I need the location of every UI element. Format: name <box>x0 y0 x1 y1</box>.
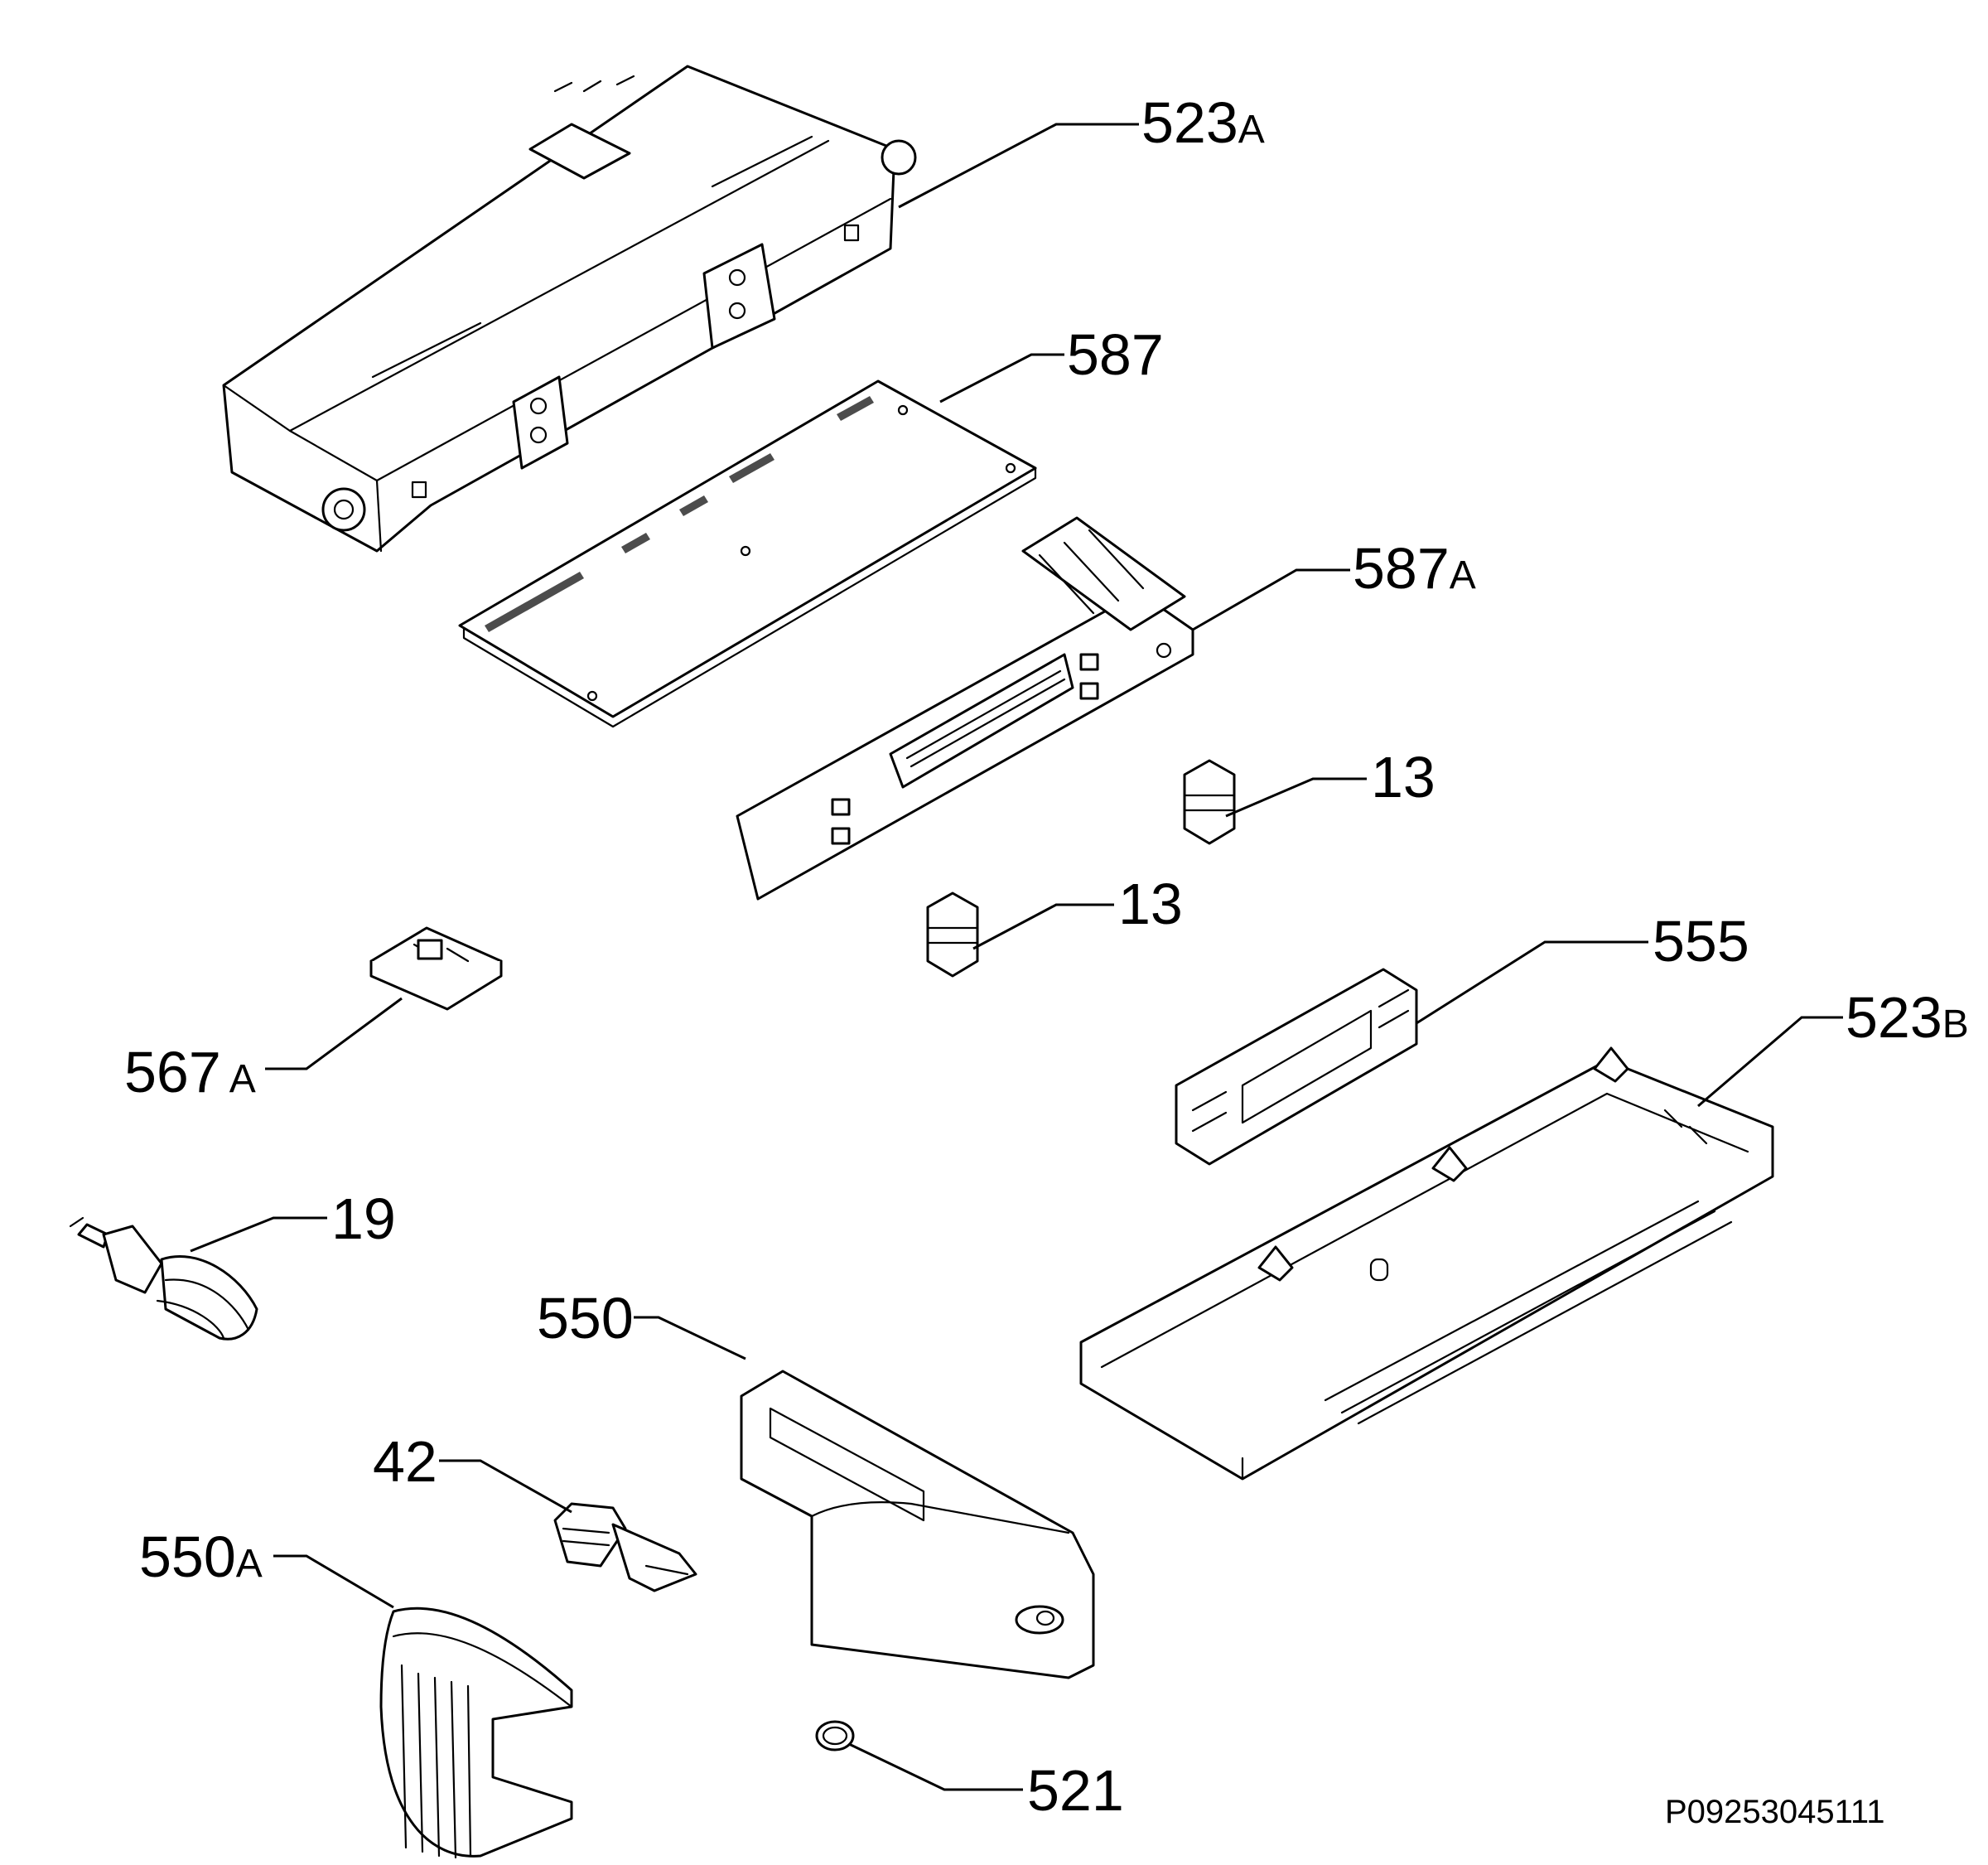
leader-550 <box>634 1316 746 1360</box>
leader-550A <box>273 1554 394 1609</box>
drawing-code: P09253045111 <box>1665 1794 1884 1830</box>
leader-587A <box>1192 568 1350 631</box>
leader-523B <box>1697 1016 1843 1108</box>
part-42-lamp-holder <box>553 1502 697 1592</box>
leader-555 <box>1416 940 1648 1025</box>
part-550-lamp-shade <box>740 1370 1095 1679</box>
leader-19 <box>190 1216 327 1253</box>
part-19-lamp <box>69 1216 258 1341</box>
leader-13a <box>1225 777 1367 818</box>
leader-567A <box>265 997 403 1070</box>
callout-587A: 587A <box>1353 536 1476 601</box>
part-567A-switch <box>369 926 503 1011</box>
leader-13b <box>972 903 1114 950</box>
part-521-ring <box>815 1720 855 1751</box>
callout-13-upper: 13 <box>1371 745 1436 809</box>
callout-523A: 523A <box>1141 90 1265 155</box>
part-550A-end-cap <box>379 1607 573 1859</box>
part-587A-connector-board <box>736 516 1194 901</box>
callout-13-lower: 13 <box>1118 872 1183 936</box>
callout-550: 550 <box>537 1286 634 1350</box>
callout-523B: 523B <box>1846 985 1969 1050</box>
part-587-circuit-board <box>458 379 1037 728</box>
part-523B-tray <box>1079 1046 1774 1481</box>
part-13-clip-upper <box>1183 759 1236 845</box>
leader-42 <box>439 1459 572 1514</box>
callout-555: 555 <box>1653 909 1749 974</box>
callout-42: 42 <box>373 1429 437 1494</box>
callout-521: 521 <box>1027 1758 1124 1823</box>
part-555-cover <box>1175 968 1418 1166</box>
part-523A-housing <box>222 65 917 553</box>
leader-523A <box>898 123 1139 209</box>
callout-587: 587 <box>1067 322 1164 387</box>
leader-lines <box>190 123 1843 1791</box>
part-13-clip-lower <box>926 891 979 978</box>
leader-587 <box>939 353 1064 403</box>
leader-521 <box>848 1742 1023 1791</box>
callout-19: 19 <box>331 1186 396 1251</box>
callout-550A: 550A <box>139 1524 263 1589</box>
